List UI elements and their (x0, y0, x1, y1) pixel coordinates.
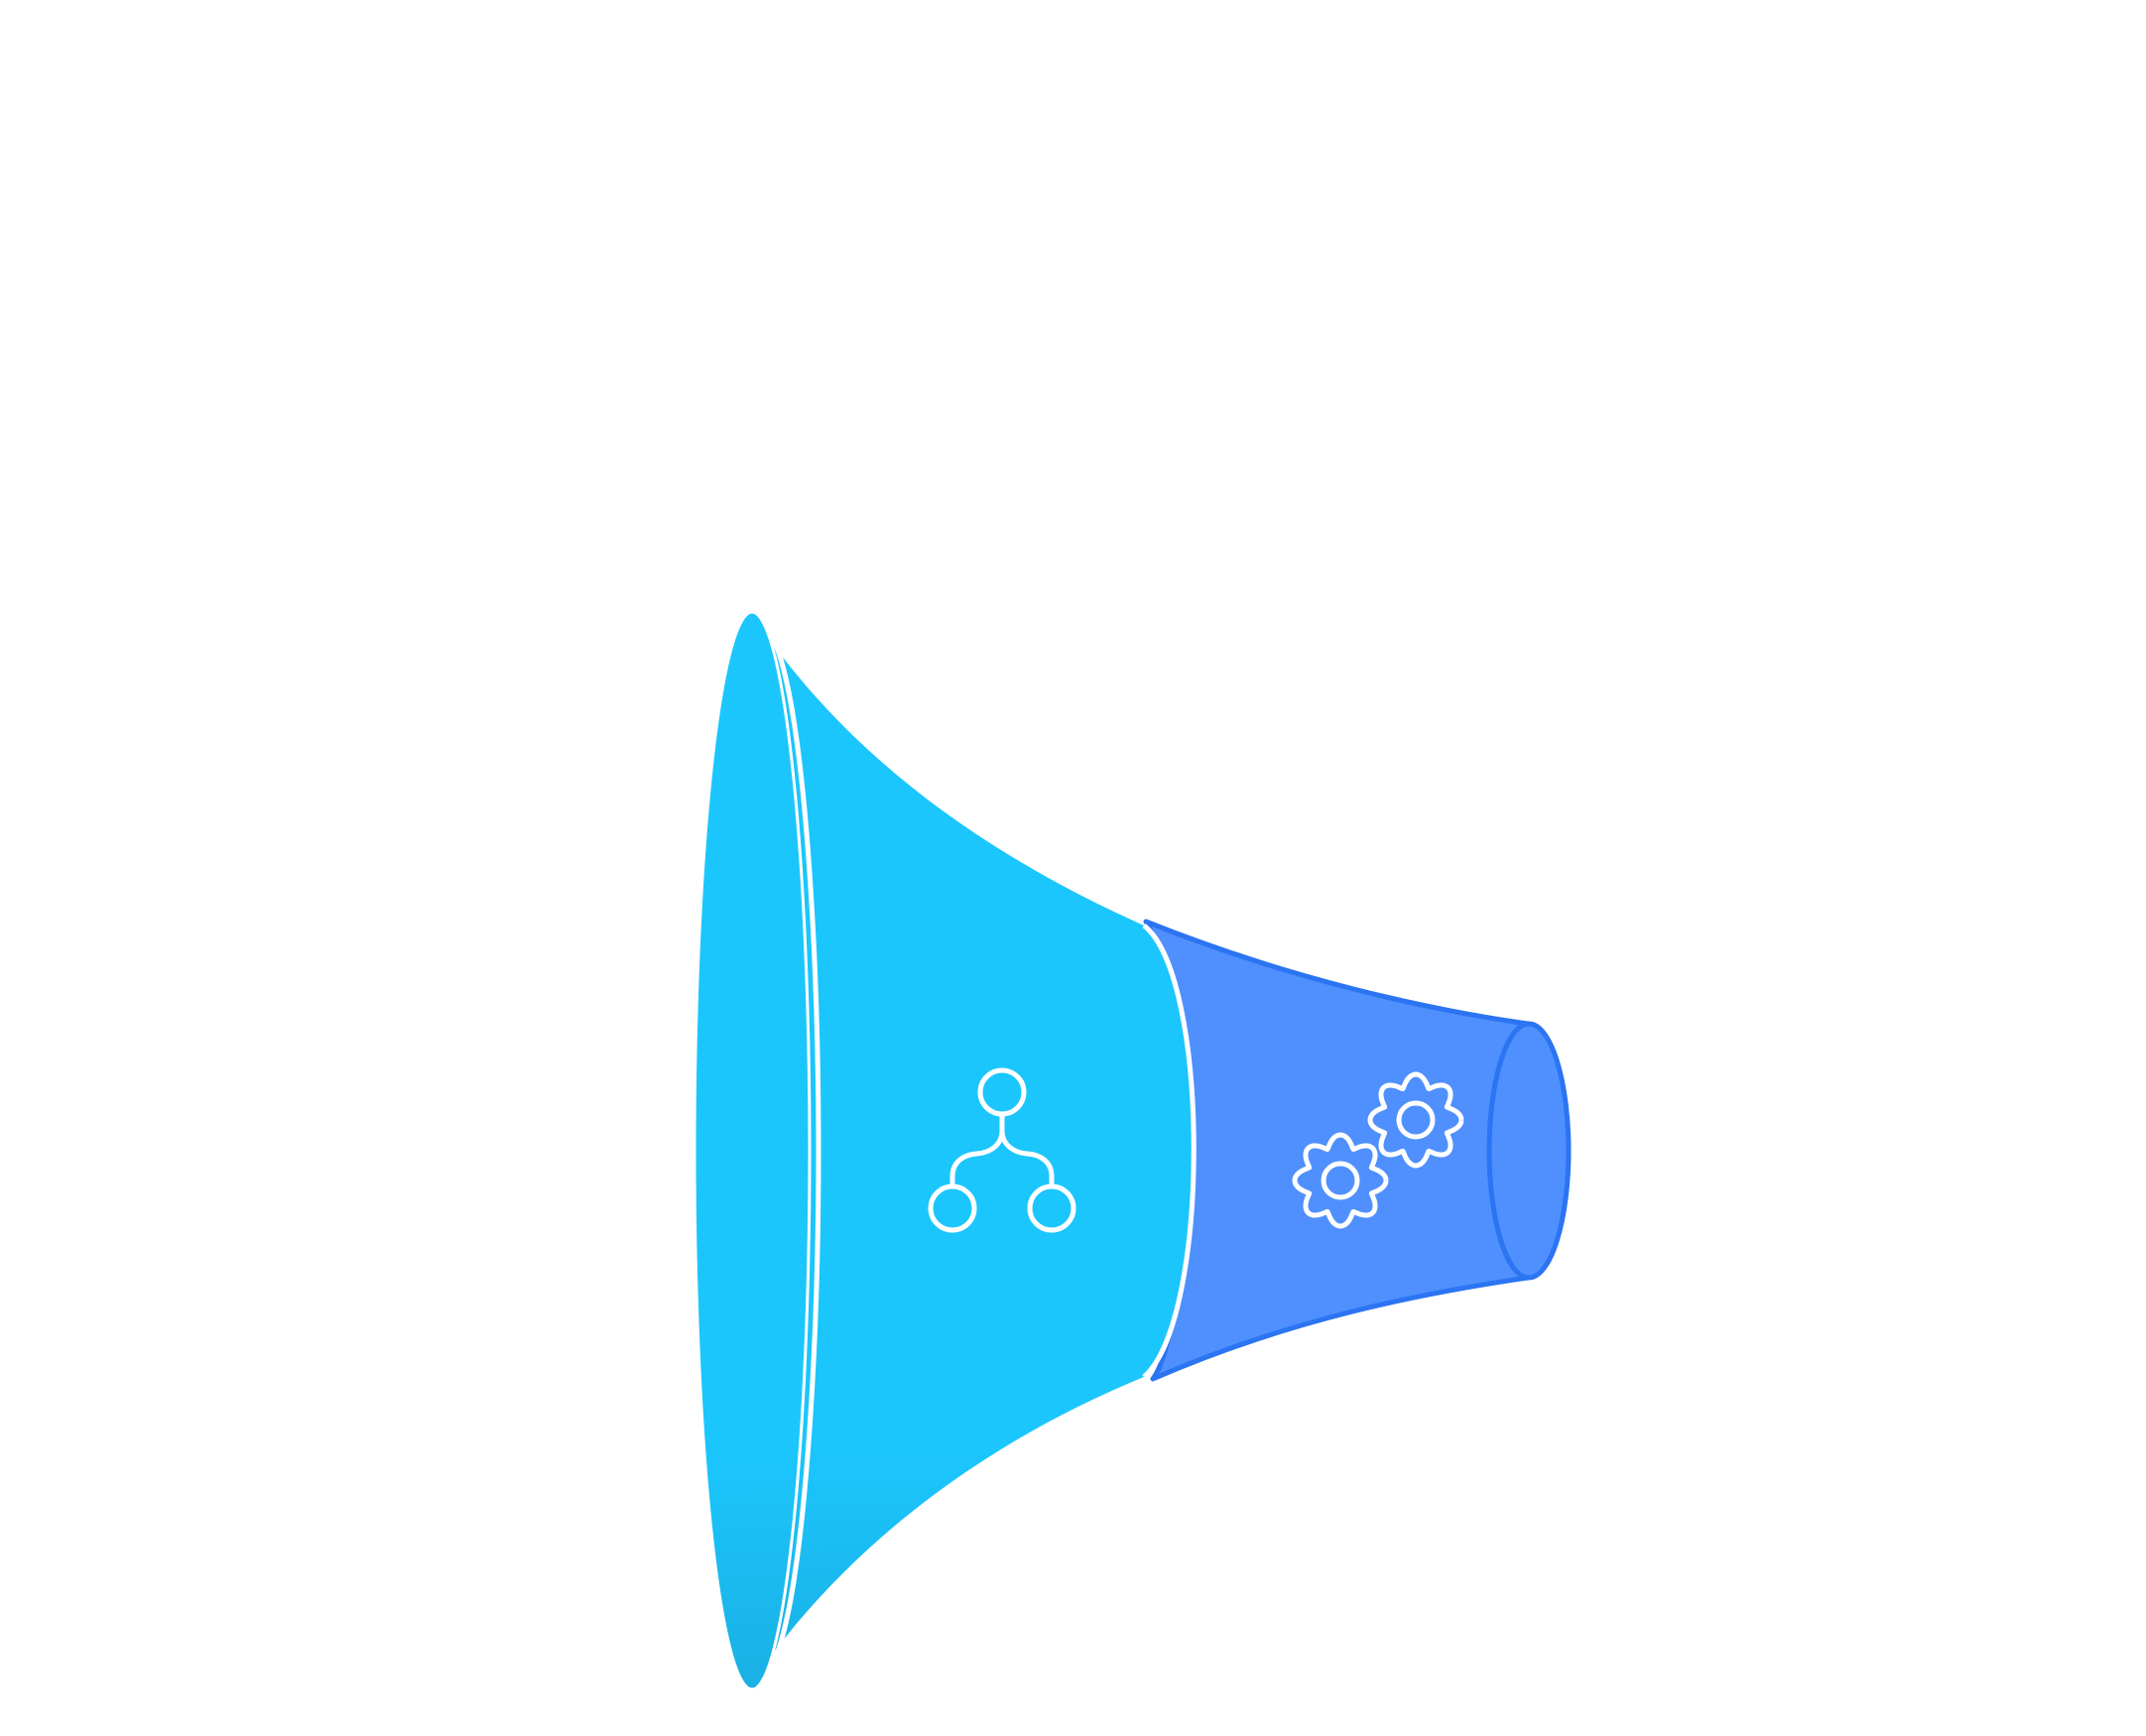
funnel-stage-2 (1143, 919, 1572, 1382)
gear-hub (1396, 1100, 1436, 1140)
funnel-stage-2-end-cap (1486, 1021, 1572, 1281)
stage-divider (1142, 924, 1197, 1379)
funnel-mouth (693, 610, 812, 1691)
funnel-stage-1 (693, 610, 1197, 1691)
gear-icon-small (1292, 1132, 1389, 1229)
gear-outline (1367, 1071, 1464, 1169)
funnel-stage-2-body (1143, 919, 1531, 1382)
gear-outline (1292, 1132, 1389, 1229)
gears-icon (1292, 1071, 1464, 1229)
gear-hub (1321, 1161, 1360, 1200)
gear-icon-large (1367, 1071, 1464, 1169)
funnel-stage-1-body (749, 610, 1195, 1686)
hierarchy-icon (928, 1067, 1076, 1233)
funnel-mouth-rim (773, 644, 821, 1658)
